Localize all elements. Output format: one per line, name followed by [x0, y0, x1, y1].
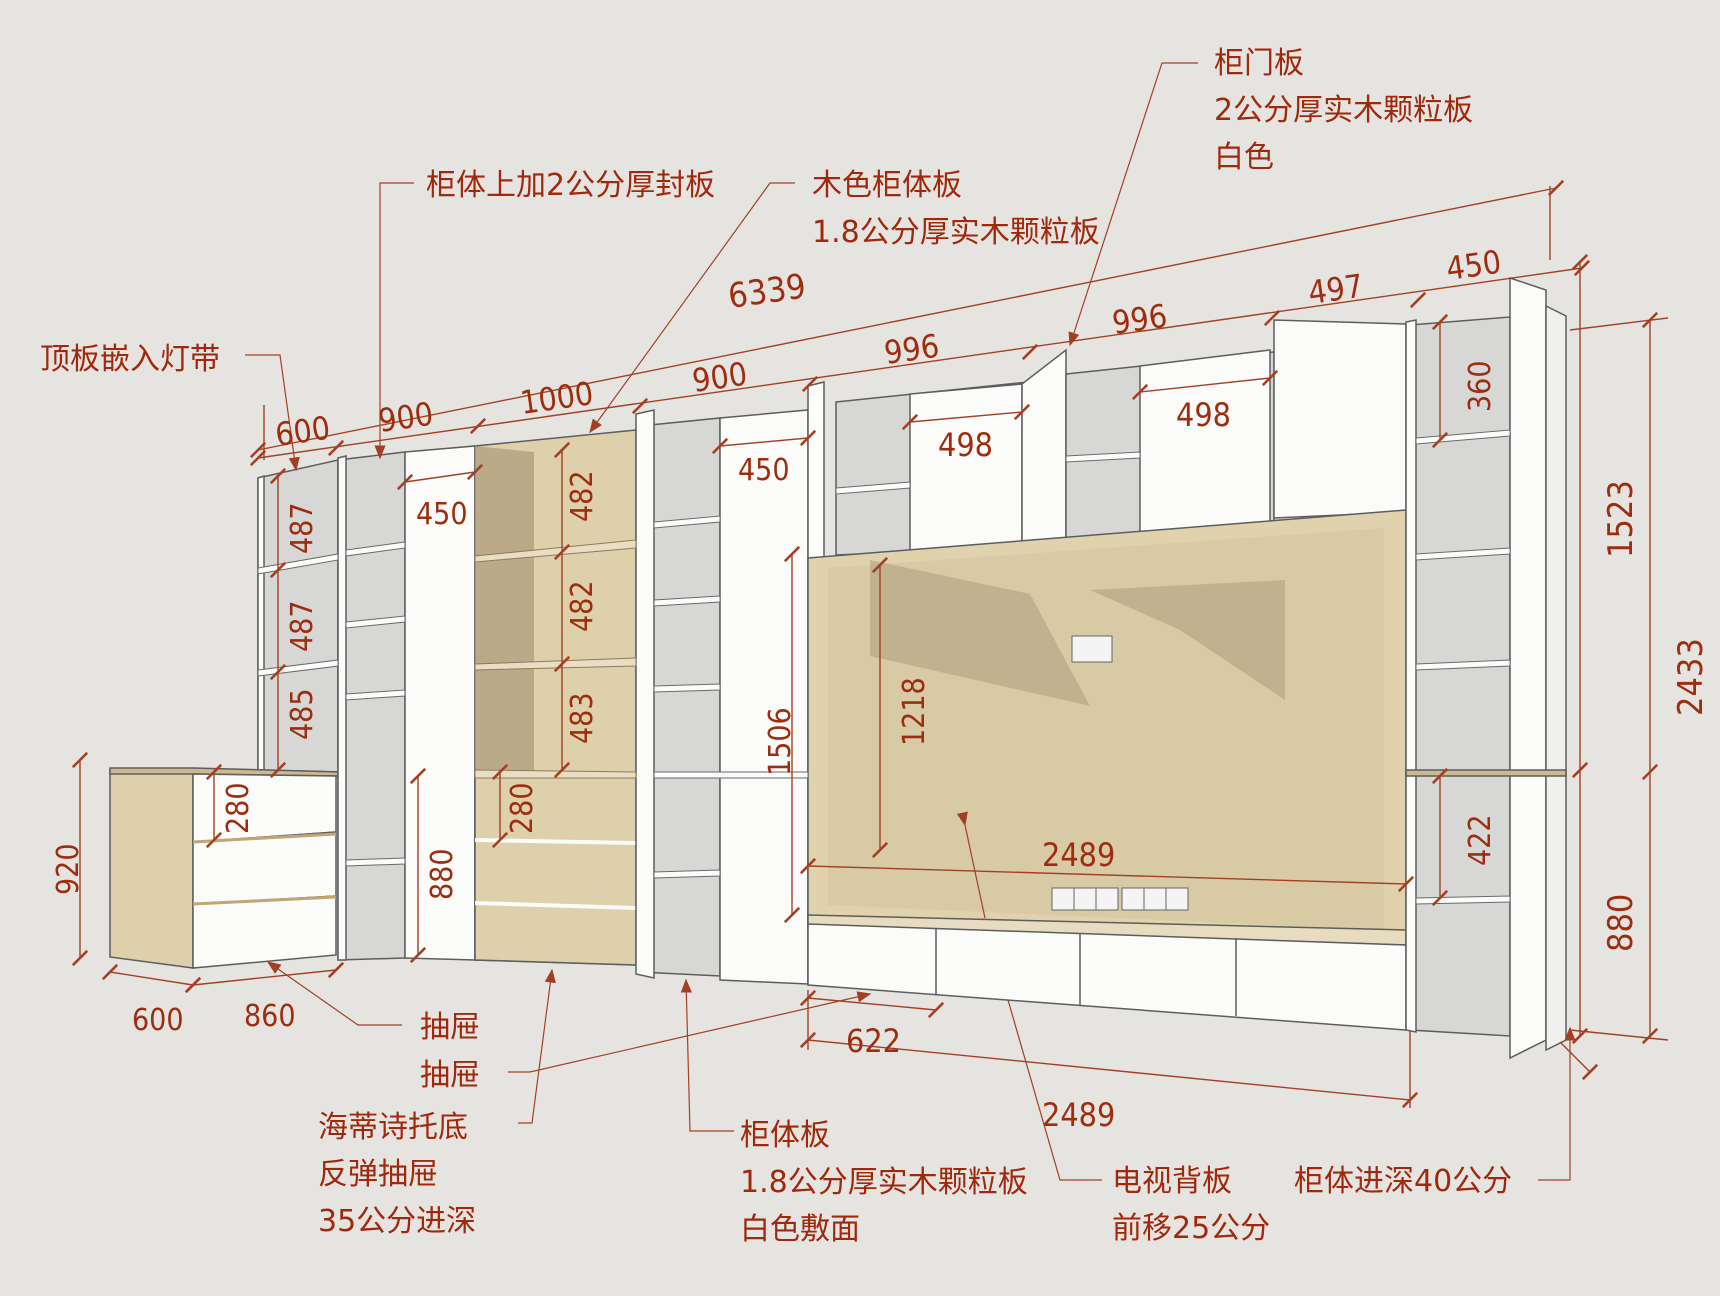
- leader-lines: [245, 62, 1576, 1181]
- dim-seg-996-a: 996: [882, 327, 942, 372]
- socket-panel-upper: [1071, 635, 1113, 663]
- dim-desk-width-860: 860: [244, 999, 296, 1034]
- dim-right-422: 422: [1463, 814, 1498, 866]
- desk-side-panel: [109, 769, 194, 969]
- dim-height-880-right: 880: [1601, 894, 1641, 952]
- dim-height-1523: 1523: [1601, 480, 1641, 558]
- dim-tall-1506: 1506: [763, 707, 798, 776]
- dimension-lines: [71, 179, 1669, 1109]
- door-panel-450-b: [719, 409, 809, 985]
- callout-line: 柜门板: [1214, 46, 1304, 81]
- dim-height-2433: 2433: [1671, 638, 1711, 716]
- callout-drawer-2: 抽屉: [420, 1052, 480, 1099]
- dim-seg-900-b: 900: [690, 355, 750, 400]
- dim-desk-depth-600: 600: [132, 1003, 184, 1038]
- dim-seg-450-top: 450: [1444, 243, 1504, 288]
- dim-shelf-483: 483: [565, 692, 600, 744]
- callout-line: 前移25公分: [1112, 1211, 1271, 1246]
- dim-drawer-280-a: 280: [221, 782, 256, 834]
- dim-seg-1000: 1000: [518, 374, 596, 422]
- dim-seg-996-b: 996: [1110, 297, 1170, 342]
- dim-base-622: 622: [846, 1022, 901, 1060]
- callout-line: 35公分进深: [318, 1204, 477, 1239]
- callout-cabinet-board: 柜体板 1.8公分厚实木颗粒板白色敷面: [740, 1112, 1028, 1253]
- dim-shelf-487-b: 487: [285, 600, 320, 652]
- dim-tv-1218: 1218: [897, 677, 932, 746]
- dim-right-360: 360: [1463, 360, 1498, 412]
- dim-seg-600: 600: [273, 409, 333, 454]
- callout-line: 柜体上加2公分厚封板: [426, 168, 716, 203]
- callout-line: 顶板嵌入灯带: [40, 342, 220, 377]
- right-tall-cabinet: [1409, 316, 1511, 1037]
- callout-cabinet-depth: 柜体进深40公分: [1294, 1158, 1512, 1205]
- dim-desk-height-920: 920: [51, 843, 86, 895]
- dim-lower-880-left: 880: [425, 848, 460, 900]
- callout-drawer-1: 抽屉: [420, 1004, 480, 1051]
- callout-line: 木色柜体板: [812, 168, 962, 203]
- door-panel-498-a: [909, 383, 1023, 553]
- dim-door-498-a: 498: [938, 426, 993, 464]
- desk-drawer-front-3: [192, 895, 337, 969]
- dim-shelf-487-a: 487: [285, 502, 320, 554]
- cabinet-bodies: [109, 276, 1567, 1060]
- dim-shelf-482-b: 482: [565, 580, 600, 632]
- dim-seg-497: 497: [1306, 267, 1366, 312]
- callout-wood-cabinet-board: 木色柜体板 1.8公分厚实木颗粒板: [812, 162, 1100, 256]
- callout-line: 柜体进深40公分: [1294, 1164, 1513, 1199]
- door-panel-497-open: [1273, 319, 1407, 519]
- dimension-labels: 6339 600 900 1000 900 996 996 497 450 45…: [51, 243, 1711, 1134]
- cabinet-900-a: [337, 451, 406, 961]
- dim-shelf-485: 485: [285, 688, 320, 740]
- dim-shelf-482-a: 482: [565, 470, 600, 522]
- callout-line: 1.8公分厚实木颗粒板: [812, 215, 1100, 250]
- callout-top-cover-board: 柜体上加2公分厚封板: [426, 162, 715, 209]
- door-panel-498-b: [1139, 349, 1271, 537]
- dim-door-450-b: 450: [738, 453, 790, 488]
- callout-door-board: 柜门板 2公分厚实木颗粒板白色: [1214, 40, 1473, 181]
- dim-seg-900-a: 900: [376, 395, 436, 440]
- callout-top-light-strip: 顶板嵌入灯带: [40, 336, 220, 383]
- dim-door-498-b: 498: [1176, 396, 1231, 434]
- callout-line: 抽屉: [420, 1010, 480, 1045]
- callout-drawer-rebound: 海蒂诗托底反弹抽屉 35公分进深: [318, 1104, 476, 1245]
- callout-line: 白色敷面: [740, 1212, 860, 1247]
- right-door-open: [1509, 276, 1547, 1060]
- right-wood-strip: [1405, 769, 1567, 777]
- callout-line: 反弹抽屉: [318, 1157, 438, 1192]
- socket-panel-lower: [1051, 887, 1189, 911]
- callout-line: 1.8公分厚实木颗粒板: [740, 1165, 1028, 1200]
- callout-tv-backboard: 电视背板前移25公分: [1112, 1158, 1270, 1252]
- callout-line: 抽屉: [420, 1058, 480, 1093]
- callout-line: 白色: [1214, 140, 1274, 175]
- callout-line: 柜体板: [740, 1118, 830, 1153]
- dim-total-width: 6339: [726, 266, 809, 316]
- dim-door-450-a: 450: [416, 497, 468, 532]
- callout-line: 海蒂诗托底: [318, 1110, 468, 1145]
- desk-drawer-front-2: [192, 831, 337, 905]
- dim-tv-width-2489-inner: 2489: [1042, 836, 1115, 874]
- callout-line: 电视背板: [1112, 1164, 1232, 1199]
- dim-drawer-280-b: 280: [505, 782, 540, 834]
- dim-tv-width-2489-bottom: 2489: [1042, 1096, 1115, 1134]
- callout-line: 2公分厚实木颗粒板: [1214, 93, 1474, 128]
